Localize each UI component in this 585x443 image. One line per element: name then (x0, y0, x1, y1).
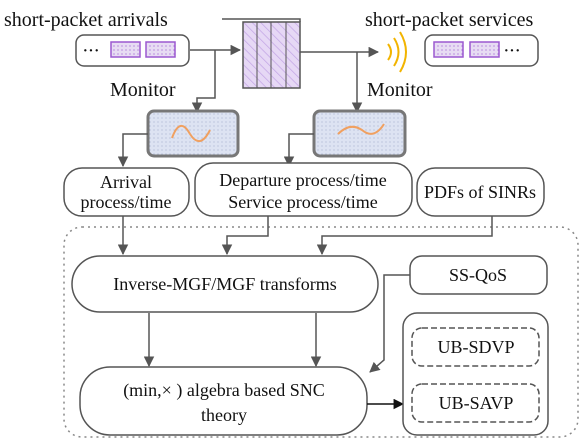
pdfs-box: PDFs of SINRs (416, 167, 545, 217)
packet-icon (145, 41, 176, 58)
departure-to-transforms-arrow (221, 216, 269, 256)
pdfs-to-transforms-arrow (316, 216, 493, 256)
arrival-packets: ··· (75, 34, 190, 67)
snc-line2: theory (201, 405, 247, 425)
ub-savp-box (411, 383, 540, 423)
service-dots: ··· (503, 40, 520, 62)
packet-icon (433, 41, 464, 58)
monitor-to-arrival-arrow (117, 133, 148, 168)
wireless-signal-icon (387, 31, 407, 73)
queue-top-line (222, 18, 301, 22)
snc-line1: (min,× ) algebra based SNC (123, 380, 325, 401)
queue-buffer (242, 21, 301, 89)
departure-line1: Departure process/time (219, 170, 386, 190)
monitor-left-label: Monitor (110, 79, 176, 101)
arrival-process-box: Arrival process/time (63, 167, 190, 217)
service-packets: ··· (424, 34, 539, 67)
services-label: short-packet services (365, 9, 533, 31)
ssqos-label: SS-QoS (449, 265, 507, 285)
ub-sdvp-box (411, 327, 540, 367)
monitor-right-device (312, 109, 407, 158)
arrival-line2: process/time (81, 192, 172, 212)
ssqos-to-snc-arrow (369, 274, 410, 373)
packet-icon (110, 41, 141, 58)
snc-theory-box: (min,× ) algebra based SNC theory (79, 366, 368, 436)
pdfs-label: PDFs of SINRs (424, 182, 536, 202)
transforms-label: Inverse-MGF/MGF transforms (113, 274, 336, 294)
ssqos-box: SS-QoS (409, 255, 548, 295)
arrival-dots: ··· (82, 40, 99, 62)
departure-process-box: Departure process/time Service process/t… (194, 162, 413, 217)
arrivals-label: short-packet arrivals (4, 9, 168, 31)
monitor-left-device (146, 109, 240, 158)
ub-sdvp-label: UB-SDVP (437, 337, 514, 357)
monitor-to-departure-arrow (283, 133, 314, 168)
packet-icon (469, 41, 500, 58)
monitor-right-label: Monitor (367, 79, 433, 101)
output-metrics-box: UB-SDVP UB-SAVP (402, 312, 549, 436)
waveform-icon (171, 125, 211, 142)
arrival-line1: Arrival (100, 172, 152, 192)
monitor-left-line (191, 50, 216, 114)
waveform-icon (337, 123, 385, 135)
ub-savp-label: UB-SAVP (439, 393, 514, 413)
transforms-box: Inverse-MGF/MGF transforms (71, 255, 379, 313)
departure-line2: Service process/time (228, 192, 377, 212)
